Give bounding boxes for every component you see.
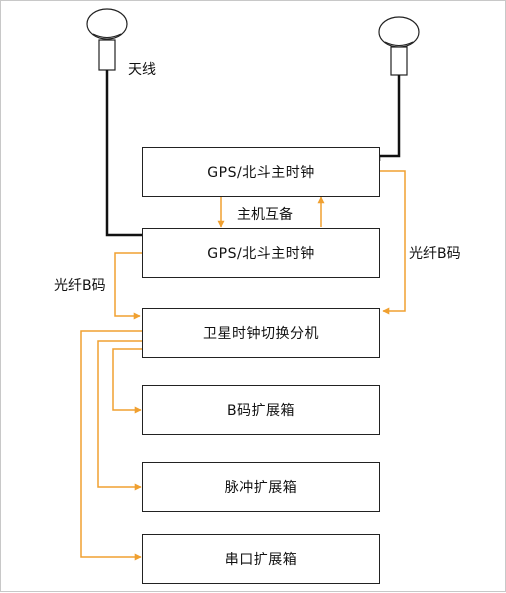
fiber-b-code-label-right: 光纤B码 — [409, 246, 461, 262]
antenna-icon — [86, 8, 128, 71]
fiber-link-left — [114, 252, 142, 320]
antenna-label: 天线 — [128, 62, 156, 78]
mutual-backup-label: 主机互备 — [237, 207, 293, 223]
fiber-link-right — [379, 170, 406, 315]
antenna-icon — [378, 16, 420, 76]
b-code-expansion-box: B码扩展箱 — [142, 385, 380, 435]
link-to-bcode — [112, 348, 142, 414]
antenna-cable-right — [377, 75, 401, 161]
link-to-serial — [80, 330, 142, 561]
satellite-clock-switch-unit: 卫星时钟切换分机 — [142, 308, 380, 358]
antenna-cable-left — [105, 70, 142, 237]
pulse-expansion-box: 脉冲扩展箱 — [142, 462, 380, 512]
serial-expansion-box: 串口扩展箱 — [142, 534, 380, 584]
link-to-pulse — [97, 340, 142, 491]
gps-master-clock-bottom: GPS/北斗主时钟 — [142, 228, 380, 278]
fiber-b-code-label-left: 光纤B码 — [54, 278, 106, 294]
gps-master-clock-top: GPS/北斗主时钟 — [142, 147, 380, 197]
